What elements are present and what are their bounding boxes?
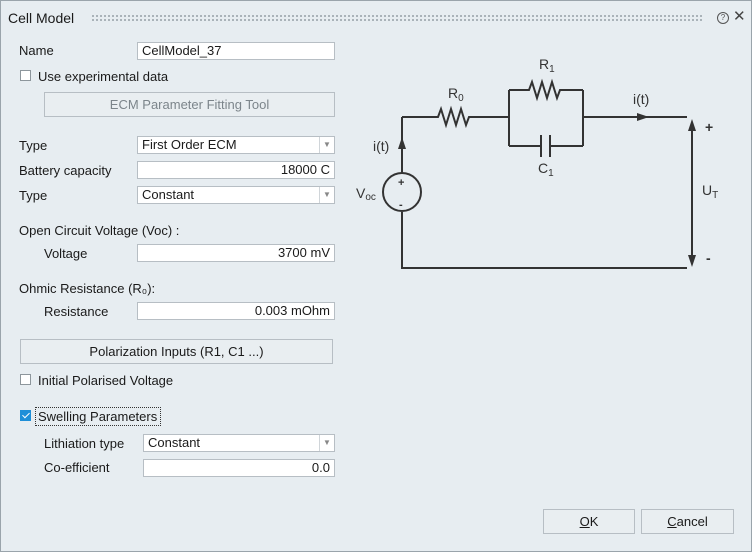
r1-label: R1 (539, 56, 555, 75)
resistance-input[interactable]: 0.003 mOhm (137, 302, 335, 320)
voltage-input[interactable]: 3700 mV (137, 244, 335, 262)
ut-label: UT (702, 182, 718, 201)
use-experimental-checkbox[interactable] (20, 70, 31, 81)
plus-terminal-label: + (705, 119, 713, 135)
cancel-mnemonic: C (667, 514, 677, 529)
ut-arrow-down (688, 255, 696, 267)
current-label-left: i(t) (373, 138, 389, 154)
type-label: Type (19, 138, 48, 153)
source-minus-label: - (399, 199, 403, 211)
voltage-source (382, 172, 422, 212)
name-input[interactable]: CellModel_37 (137, 42, 335, 60)
source-plus-label: + (398, 177, 404, 189)
voc-label: Voc (356, 185, 376, 203)
current-arrow-right (637, 113, 649, 121)
current-arrow-left (398, 137, 406, 149)
type2-label: Type (19, 188, 48, 203)
ut-arrow-up (688, 119, 696, 131)
type-select[interactable]: First Order ECM ▼ (137, 136, 335, 154)
swelling-label: Swelling Parameters (38, 409, 158, 424)
coefficient-label: Co-efficient (44, 460, 110, 475)
cancel-button[interactable]: Cancel (641, 509, 734, 534)
minus-terminal-label: - (706, 250, 711, 266)
ok-label: K (589, 514, 599, 529)
current-label-right: i(t) (633, 91, 649, 107)
voltage-label: Voltage (44, 246, 88, 261)
wire-bottom (401, 212, 687, 269)
swelling-checkbox[interactable] (20, 410, 31, 421)
battery-capacity-input[interactable]: 18000 C (137, 161, 335, 179)
chevron-down-icon[interactable]: ▼ (319, 187, 334, 203)
lithiation-type-select[interactable]: Constant ▼ (143, 434, 335, 452)
chevron-down-icon[interactable]: ▼ (319, 137, 334, 153)
ohmic-section-label: Ohmic Resistance (R₀): (19, 281, 156, 296)
initial-polarised-label: Initial Polarised Voltage (38, 373, 174, 388)
name-label: Name (19, 43, 54, 58)
focus-indicator (35, 407, 161, 426)
battery-capacity-label: Battery capacity (19, 163, 112, 178)
lithiation-type-value: Constant (148, 435, 201, 450)
ecm-parameter-fitting-button[interactable]: ECM Parameter Fitting Tool (44, 92, 335, 117)
lithiation-type-label: Lithiation type (44, 436, 125, 451)
dialog-title: Cell Model (8, 10, 75, 26)
chevron-down-icon[interactable]: ▼ (319, 435, 334, 451)
type2-select[interactable]: Constant ▼ (137, 186, 335, 204)
resistance-label: Resistance (44, 304, 109, 319)
help-circle-icon[interactable]: ? (717, 12, 729, 24)
drag-grip[interactable] (91, 14, 703, 21)
type2-select-value: Constant (142, 187, 195, 202)
capacitor-c1 (540, 135, 551, 157)
initial-polarised-checkbox[interactable] (20, 374, 31, 385)
close-icon[interactable]: ✕ (733, 8, 746, 25)
use-experimental-label: Use experimental data (38, 69, 169, 84)
type-select-value: First Order ECM (142, 137, 237, 152)
resistor-r0 (402, 105, 509, 129)
ok-mnemonic: O (579, 514, 590, 529)
r0-label: R0 (448, 85, 464, 104)
coefficient-input[interactable]: 0.0 (143, 459, 335, 477)
polarization-inputs-button[interactable]: Polarization Inputs (R1, C1 ...) (20, 339, 333, 364)
resistor-r1 (509, 78, 583, 102)
ocv-section-label: Open Circuit Voltage (Voc) : (19, 223, 180, 238)
cancel-label: ancel (676, 514, 708, 529)
ecm-circuit-diagram: R0 R1 C1 i(t) i(t) Voc UT + - + - (356, 56, 718, 269)
c1-label: C1 (538, 160, 554, 179)
title-bar[interactable]: Cell Model ? ✕ (1, 1, 751, 35)
ok-button[interactable]: OK (543, 509, 635, 534)
